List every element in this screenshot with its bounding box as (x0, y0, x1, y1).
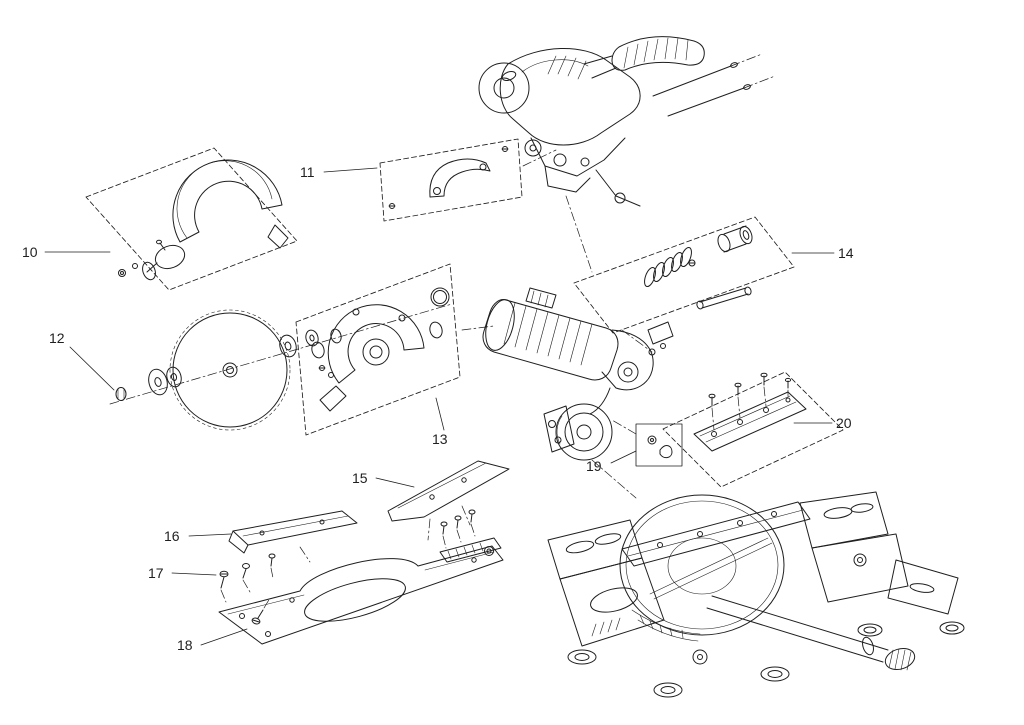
left-wing (547, 519, 665, 647)
callout-10: 10 (22, 244, 38, 260)
miter-scale (631, 609, 701, 642)
callout-17-leader (171, 572, 217, 576)
bent-plate-16 (228, 510, 358, 563)
rail-screws (708, 372, 792, 431)
callout-16: 16 (164, 528, 180, 544)
spring-group-14 (573, 216, 795, 353)
callout-17: 17 (148, 565, 164, 581)
callout-20: 20 (836, 415, 852, 431)
callout-18: 18 (177, 637, 193, 653)
head-screws (652, 53, 776, 117)
base-assembly (547, 491, 965, 698)
guard-group-10 (85, 147, 298, 291)
motor-end-cap (478, 62, 530, 114)
bevel-pivot (555, 403, 613, 461)
callout-12-leader (69, 346, 115, 391)
slide-base-plate (218, 537, 504, 645)
motor-body (482, 299, 619, 381)
end-knob (884, 647, 916, 671)
coil-spring (644, 246, 692, 288)
callout-11: 11 (300, 164, 315, 180)
callout-18-leader (200, 628, 248, 646)
head-housing (499, 47, 641, 146)
inner-blade-guard (327, 304, 425, 384)
fence-rail-plate (693, 391, 807, 452)
callout-14: 14 (838, 245, 854, 261)
head-linkage (524, 137, 641, 207)
screws-17 (219, 509, 476, 603)
callout-12: 12 (49, 330, 65, 346)
upper-blade-guard (172, 159, 283, 243)
callout-19: 19 (586, 458, 602, 474)
bracket-group-11 (379, 138, 523, 222)
turntable (619, 494, 785, 636)
guard-bracket (429, 158, 491, 198)
callout-13-leader (435, 397, 445, 431)
right-wing (799, 491, 959, 615)
callout-16-leader (188, 533, 232, 537)
saw-blade (169, 309, 291, 431)
inner-guard-group-13 (295, 263, 495, 436)
callout-13: 13 (432, 431, 448, 447)
slide-rods (706, 595, 916, 671)
bushing (717, 225, 753, 253)
fence (621, 501, 811, 567)
callout-15-leader (375, 477, 415, 488)
callout-15: 15 (352, 470, 368, 486)
motor-arm-assembly (482, 287, 674, 499)
base-feet (567, 621, 965, 698)
drawing-art (85, 36, 965, 698)
callout-11-leader (323, 167, 378, 173)
callout-19-leader (610, 450, 637, 464)
rail-group-20 (662, 371, 844, 488)
saw-head-assembly (478, 36, 776, 273)
pivot-pin (696, 286, 752, 310)
handle-grip (583, 36, 705, 79)
blade-group-12 (109, 303, 453, 431)
cover-plate-15 (387, 460, 510, 541)
callouts: 10 11 12 13 14 15 16 17 18 19 20 (22, 164, 854, 653)
screw-18 (251, 597, 271, 625)
clip-part-19 (611, 419, 683, 467)
